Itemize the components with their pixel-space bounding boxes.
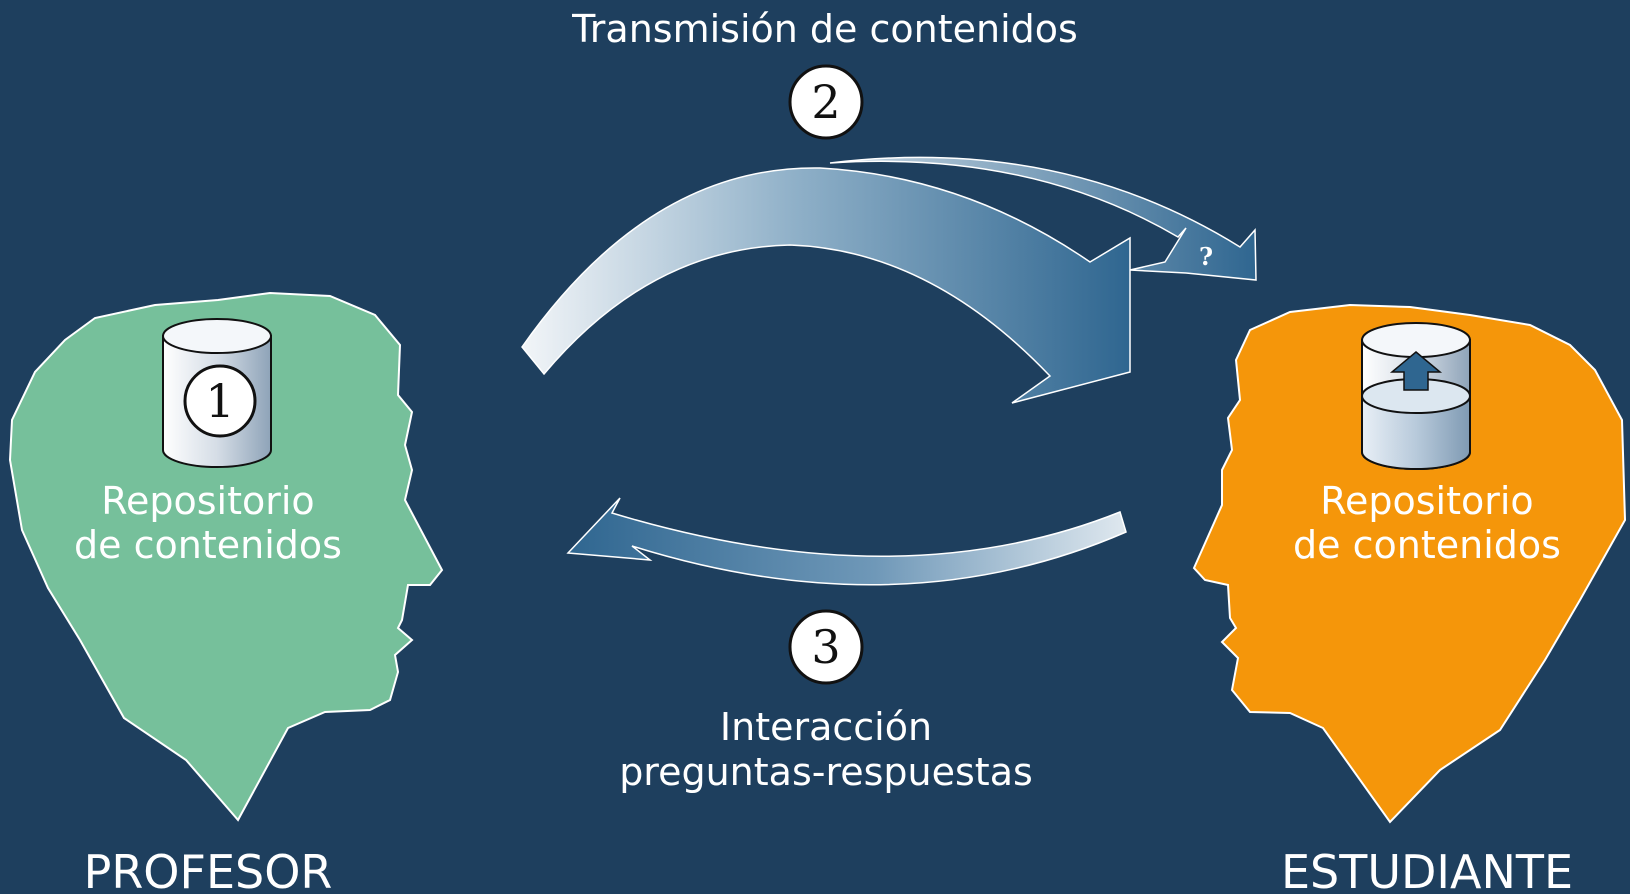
interaction-label-line1: Interacción [720,705,932,749]
question-mark: ? [1199,242,1213,271]
increase-arrow-icon [1389,351,1443,391]
top-label: Transmisión de contenidos [571,7,1078,51]
professor-name: PROFESOR [84,845,333,894]
step-3-marker: 3 [788,609,864,685]
transmission-arrow [521,167,1131,404]
student-head-silhouette [1192,303,1627,824]
student-repository-label-line2: de contenidos [1293,523,1561,567]
professor-head-silhouette [8,291,444,822]
student-name: ESTUDIANTE [1281,845,1573,894]
step-1-marker: 1 [183,364,257,438]
step-1-number: 1 [205,374,234,428]
step-2-number: 2 [811,75,840,129]
student-repository-cylinder [1361,322,1471,470]
interaction-arrow [566,497,1127,586]
interaction-label-line2: preguntas-respuestas [619,750,1033,794]
professor-repository-label-line2: de contenidos [74,523,342,567]
professor-repository-label-line1: Repositorio [101,479,314,523]
step-2-marker: 2 [788,64,864,140]
uncertain-transmission-arrow [829,156,1257,281]
student-repository-label-line1: Repositorio [1320,479,1533,523]
step-3-number: 3 [811,620,840,674]
